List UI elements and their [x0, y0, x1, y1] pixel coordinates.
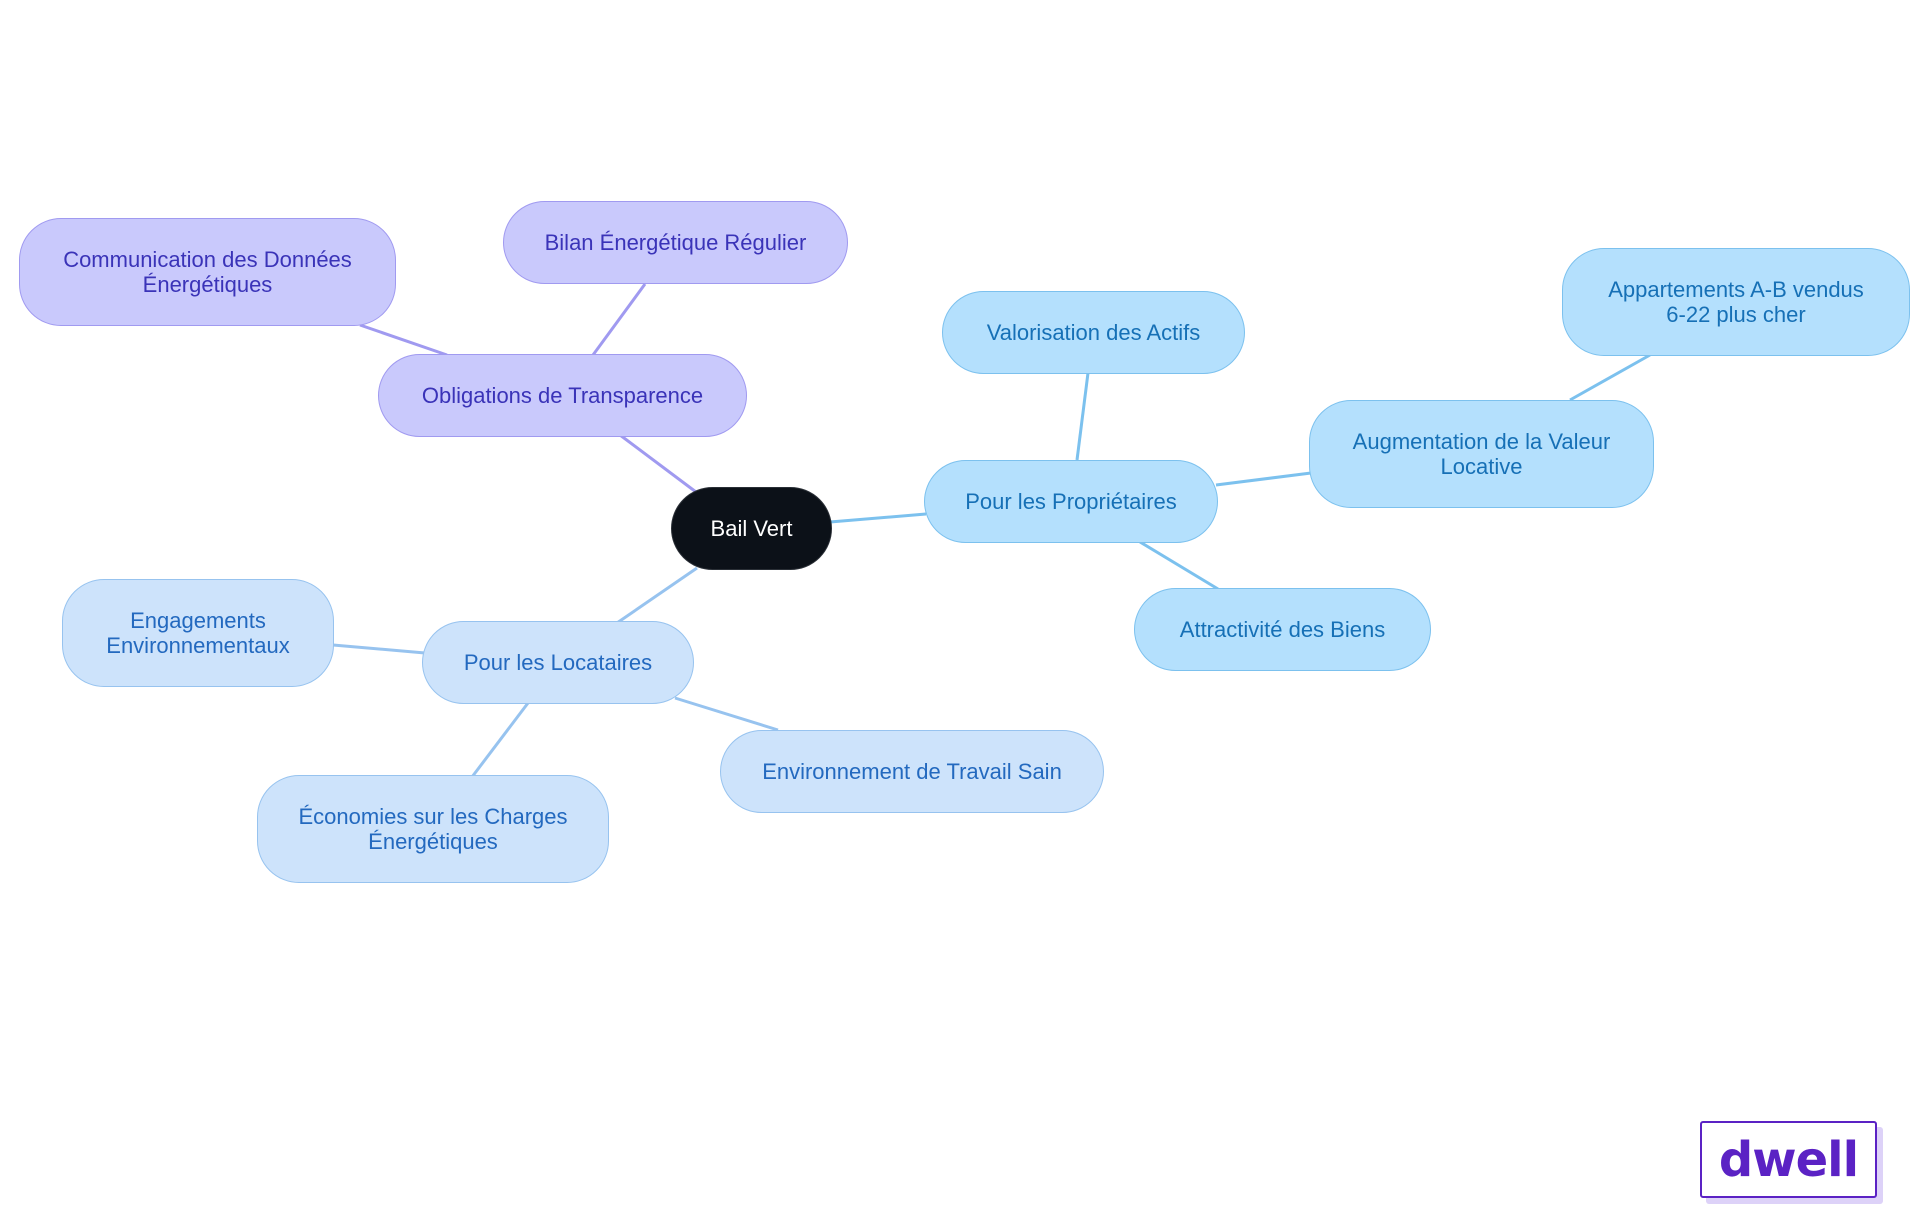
edge-transparence-bilan	[591, 283, 647, 356]
node-environnement-travail-sain[interactable]: Environnement de Travail Sain	[720, 730, 1104, 813]
node-pour-les-locataires[interactable]: Pour les Locataires	[422, 621, 694, 704]
node-appartements-a-b[interactable]: Appartements A-B vendus 6-22 plus cher	[1562, 248, 1910, 356]
node-economies-charges-energetiques[interactable]: Économies sur les Charges Énergétiques	[257, 775, 609, 883]
edge-locataires-engagements	[332, 643, 426, 655]
edge-transparence-communication	[359, 323, 448, 357]
edge-root-proprietaires	[829, 512, 927, 524]
node-pour-les-proprietaires[interactable]: Pour les Propriétaires	[924, 460, 1218, 543]
edge-proprietaires-attractivite	[1139, 540, 1219, 591]
node-bilan-energetique-regulier[interactable]: Bilan Énergétique Régulier	[503, 201, 848, 284]
edge-root-transparence	[619, 433, 701, 497]
edge-augmentation-appartements	[1569, 353, 1651, 402]
node-communication-donnees-energetiques[interactable]: Communication des Données Énergétiques	[19, 218, 396, 326]
node-obligations-transparence[interactable]: Obligations de Transparence	[378, 354, 747, 437]
edge-root-locataires	[613, 566, 698, 627]
node-augmentation-valeur-locative[interactable]: Augmentation de la Valeur Locative	[1309, 400, 1654, 508]
node-engagements-environnementaux[interactable]: Engagements Environnementaux	[62, 579, 334, 687]
node-root-bail-vert[interactable]: Bail Vert	[671, 487, 832, 570]
edge-proprietaires-valorisation	[1075, 372, 1090, 461]
node-valorisation-des-actifs[interactable]: Valorisation des Actifs	[942, 291, 1245, 374]
edge-locataires-economies	[470, 702, 530, 778]
edge-proprietaires-augmentation	[1215, 471, 1312, 487]
edge-locataires-environnement	[674, 696, 779, 732]
node-attractivite-des-biens[interactable]: Attractivité des Biens	[1134, 588, 1431, 671]
dwell-logo: dwell	[1700, 1121, 1877, 1198]
